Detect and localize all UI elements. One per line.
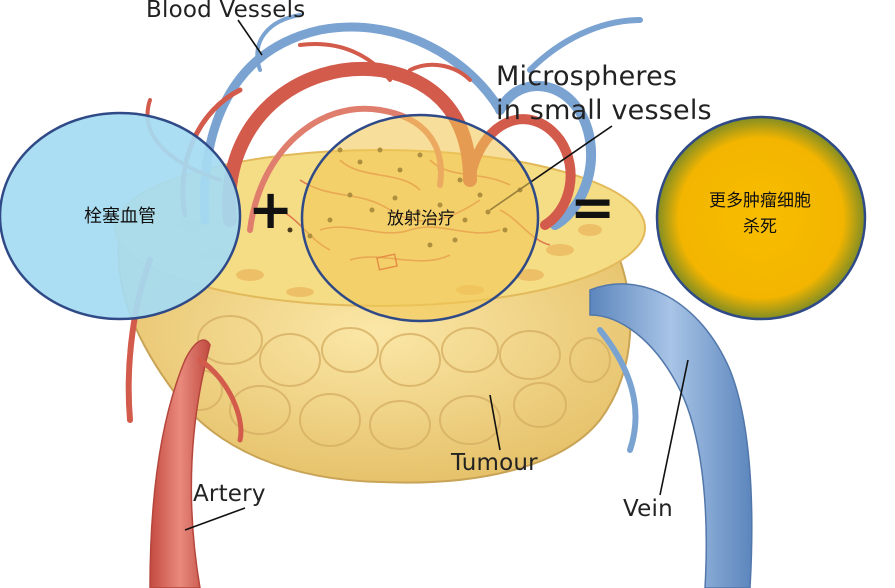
radiotherapy-text: 放射治疗 bbox=[387, 209, 455, 229]
artery bbox=[149, 339, 211, 588]
result-text: 更多肿瘤细胞 杀死 bbox=[685, 188, 835, 240]
result-circle bbox=[655, 115, 867, 321]
label-vein: Vein bbox=[623, 496, 673, 522]
vein-branch bbox=[597, 327, 639, 453]
plus-sign: + bbox=[248, 178, 294, 241]
label-tumour: Tumour bbox=[451, 450, 538, 476]
embolization-circle bbox=[0, 111, 242, 321]
label-microspheres-line2: in small vessels bbox=[496, 95, 712, 126]
leader-lines bbox=[184, 19, 689, 531]
result-text-line1: 更多肿瘤细胞 bbox=[709, 191, 811, 211]
label-microspheres: Microspheres in small vessels bbox=[496, 60, 712, 128]
radiotherapy-circle bbox=[300, 113, 540, 323]
label-blood-vessels: Blood Vessels bbox=[146, 0, 306, 23]
label-artery: Artery bbox=[193, 481, 266, 507]
equals-sign: = bbox=[570, 176, 616, 239]
label-microspheres-line1: Microspheres bbox=[496, 61, 678, 92]
embolization-text: 栓塞血管 bbox=[84, 206, 156, 227]
artery-branch-2 bbox=[197, 357, 244, 443]
result-text-line2: 杀死 bbox=[743, 217, 777, 237]
